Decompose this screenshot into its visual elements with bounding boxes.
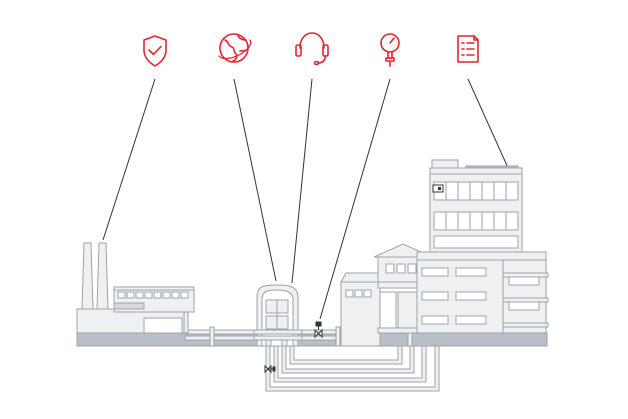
mid-building xyxy=(340,272,381,347)
factory xyxy=(76,242,195,334)
office-tower xyxy=(429,159,523,253)
icon-row xyxy=(143,32,479,67)
factory-windows xyxy=(117,291,189,299)
valve-symbol-lower xyxy=(264,364,276,374)
meter-box xyxy=(432,184,444,193)
substation xyxy=(253,284,303,347)
checklist-document-icon xyxy=(457,35,479,63)
civic-building xyxy=(373,243,433,334)
shield-check-icon xyxy=(143,35,167,67)
callout-line-factory xyxy=(102,78,156,241)
tower-windows xyxy=(433,181,519,249)
globe-icon xyxy=(218,33,252,63)
callout-line-substation-left xyxy=(233,78,277,282)
right-wing xyxy=(416,251,549,334)
callout-lines xyxy=(102,78,519,320)
headset-icon xyxy=(295,32,329,66)
valve-symbol-upper xyxy=(314,321,323,339)
chimney-right xyxy=(96,242,109,310)
chimney-left xyxy=(81,242,94,310)
callout-line-valve xyxy=(319,78,391,320)
pipes xyxy=(264,346,440,392)
callout-line-substation-right xyxy=(291,78,313,284)
pressure-gauge-icon xyxy=(380,33,400,67)
